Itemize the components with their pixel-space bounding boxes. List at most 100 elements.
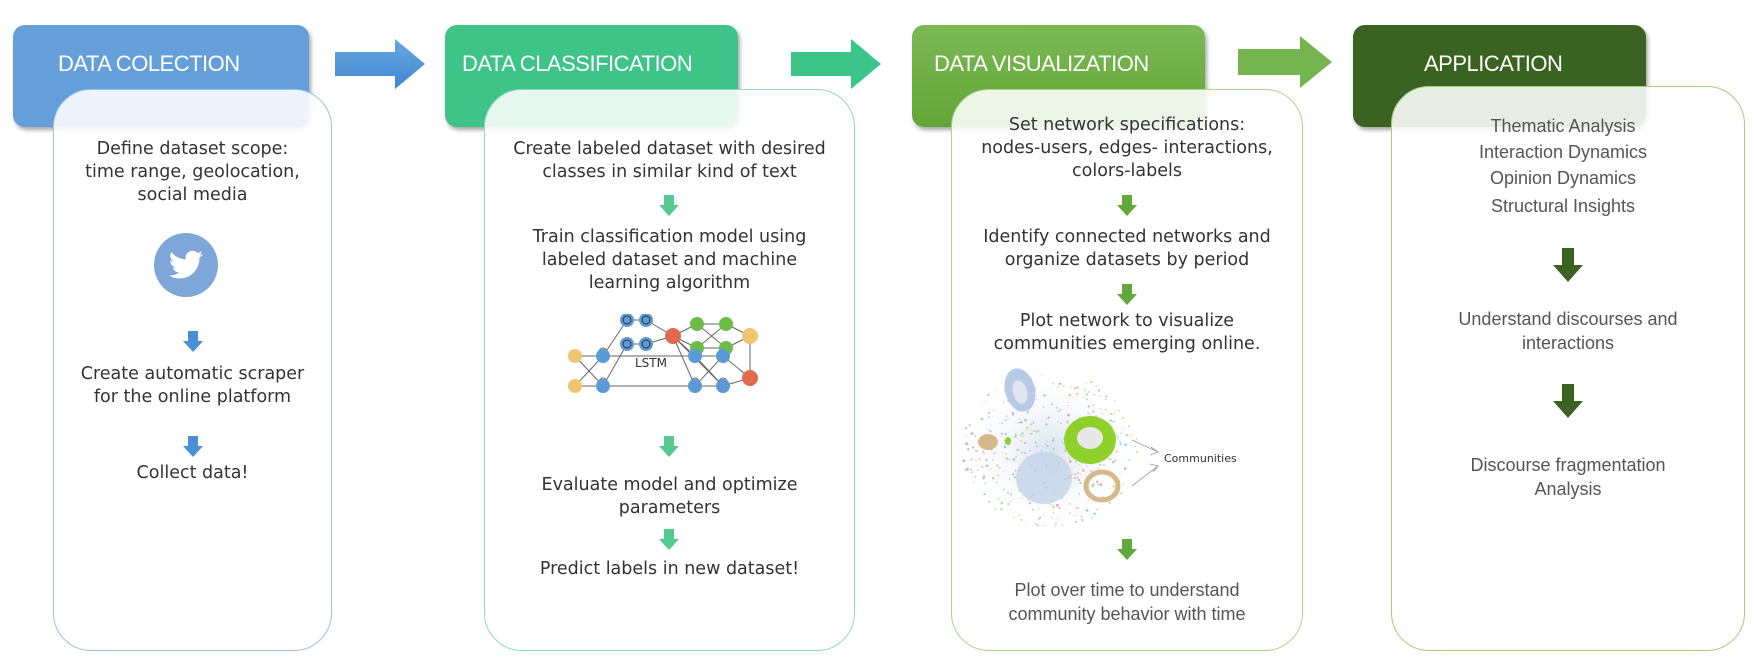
network-node-speck (1057, 410, 1059, 412)
network-node-speck (1092, 410, 1095, 413)
application-item: Thematic Analysis (1490, 116, 1636, 136)
down-arrow-icon (1553, 248, 1583, 282)
network-node-speck (1109, 419, 1112, 422)
down-arrow-icon (1117, 539, 1137, 560)
network-node-speck (1074, 473, 1077, 476)
network-node-speck (1085, 393, 1089, 396)
network-node-speck (1104, 398, 1107, 400)
network-node-speck (1102, 463, 1106, 466)
network-node-speck (965, 436, 967, 438)
network-node-speck (1124, 443, 1128, 446)
network-node-speck (1092, 483, 1095, 486)
network-node-speck (1058, 411, 1060, 413)
network-node-speck (1021, 497, 1024, 499)
network-node-speck (1074, 521, 1077, 523)
network-node-speck (1047, 416, 1050, 419)
network-node-speck (1001, 422, 1004, 425)
network-node-speck (1129, 435, 1131, 437)
network-node-speck (1123, 467, 1127, 470)
network-node-speck (1119, 440, 1121, 443)
network-node-speck (1003, 470, 1005, 472)
network-node-speck (971, 445, 973, 448)
network-node-speck (996, 481, 998, 484)
stage-title: DATA CLASSIFICATION (462, 51, 693, 76)
network-node-speck (1089, 413, 1091, 416)
network-node-speck (1081, 462, 1083, 464)
network-node-speck (1005, 457, 1009, 460)
network-node-speck (1115, 434, 1118, 437)
lstm-network-figure (568, 314, 758, 393)
network-node-speck (1087, 405, 1090, 408)
network-node-speck (990, 468, 992, 470)
network-node-speck (1018, 418, 1021, 420)
network-node-speck (1011, 412, 1015, 415)
network-node-speck (1052, 437, 1055, 440)
network-node-speck (1023, 441, 1027, 445)
network-node-speck (1093, 512, 1096, 516)
network-node-speck (1067, 405, 1069, 407)
card-data-visualization: Set network specifications: nodes-users,… (951, 89, 1303, 651)
network-node-speck (993, 456, 995, 458)
network-node-speck (1020, 518, 1023, 521)
network-node-speck (1040, 525, 1042, 527)
network-node-speck (1055, 406, 1058, 409)
network-node-speck (972, 446, 974, 449)
network-node-speck (1016, 448, 1020, 452)
network-node-speck (1090, 470, 1093, 473)
network-node-speck (1005, 415, 1008, 417)
network-node-speck (1046, 440, 1048, 442)
network-node-speck (988, 469, 990, 471)
network-node-speck (1101, 413, 1103, 415)
network-node-speck (1003, 445, 1007, 449)
network-node-speck (1080, 515, 1083, 518)
network-node-speck (969, 468, 972, 471)
network-node-speck (1086, 465, 1088, 467)
step-define-scope: Define dataset scope: time range, geoloc… (85, 139, 300, 205)
network-node-speck (1074, 477, 1076, 480)
network-node-speck (1037, 524, 1040, 527)
network-node-speck (1033, 430, 1036, 433)
down-arrow-icon (1553, 384, 1583, 418)
network-node-speck (1098, 463, 1101, 466)
network-node-speck (1008, 478, 1011, 480)
network-node-speck (1035, 399, 1038, 401)
network-node-speck (1043, 514, 1045, 517)
network-node-speck (968, 423, 971, 427)
step-train-model: Train classification model using labeled… (532, 227, 807, 293)
network-node-speck (1068, 393, 1072, 397)
network-node-speck (1037, 518, 1040, 521)
network-node-speck (1019, 434, 1022, 437)
network-node-speck (1067, 413, 1070, 417)
network-node-speck (1003, 488, 1005, 491)
network-node-speck (1024, 418, 1027, 422)
community-network-figure (960, 368, 1159, 530)
network-node-speck (993, 477, 995, 480)
network-node-speck (1118, 409, 1121, 412)
application-item: Interaction Dynamics (1478, 142, 1648, 162)
down-arrow-icon (1117, 284, 1137, 305)
network-node-speck (970, 458, 973, 461)
network-node-speck (1135, 450, 1139, 453)
network-node-speck (1067, 402, 1069, 404)
network-node-speck (1097, 483, 1100, 486)
network-node-speck (1052, 506, 1055, 509)
application-list: Thematic Analysis Interaction Dynamics O… (1382, 113, 1744, 221)
network-node-speck (971, 471, 974, 474)
network-node-speck (1018, 514, 1021, 517)
network-node-speck (1034, 441, 1037, 444)
network-node-speck (1001, 452, 1003, 454)
network-node-speck (1086, 398, 1088, 401)
network-node-speck (1045, 418, 1047, 420)
network-node-speck (1064, 450, 1066, 453)
arrow-right-icon (335, 39, 425, 89)
network-node-speck (1052, 512, 1055, 514)
network-node-speck (1007, 418, 1009, 420)
network-node-speck (1020, 451, 1023, 454)
network-node-speck (1046, 445, 1049, 448)
network-node-speck (1040, 450, 1043, 452)
network-node-speck (1082, 396, 1084, 398)
network-node-speck (980, 417, 984, 421)
card-application: Thematic Analysis Interaction Dynamics O… (1391, 86, 1745, 651)
down-arrow-icon (183, 436, 203, 457)
network-node-speck (1040, 374, 1042, 376)
